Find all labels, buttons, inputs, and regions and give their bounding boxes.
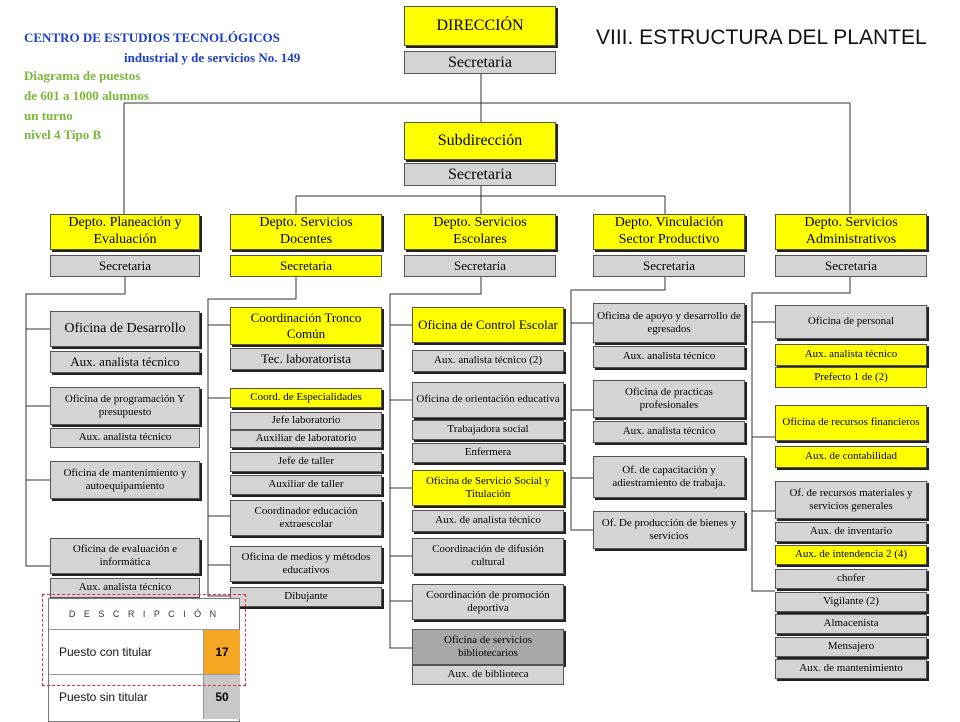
dept-servicios-administrativos-secretaria: Secretaria — [775, 255, 927, 277]
aux-analista-tecnico: Aux. analista técnico — [50, 428, 200, 448]
legend-highlight — [42, 594, 246, 686]
dept-servicios-docentes: Depto. Servicios Docentes — [230, 214, 382, 250]
diagram-desc-3: un turno — [24, 108, 73, 123]
coord-especialidades: Coord. de Especialidades — [230, 388, 382, 408]
legend-value: 50 — [203, 675, 240, 719]
vigilante: Vigilante (2) — [775, 592, 927, 612]
school-name-line1: CENTRO DE ESTUDIOS TECNOLÓGICOS — [24, 30, 280, 45]
legend-label: Puesto con titular — [59, 645, 152, 659]
dept-planeacion: Depto. Planeación y Evaluación — [50, 214, 200, 250]
of-produccion-bienes-servicios: Of. De producción de bienes y servicios — [593, 511, 745, 549]
dept-servicios-escolares-secretaria: Secretaria — [404, 255, 556, 277]
oficina-programacion-presupuesto: Oficina de programación Y presupuesto — [50, 387, 200, 425]
school-name-line2: industrial y de servicios No. 149 — [124, 50, 301, 65]
oficina-desarrollo: Oficina de Desarrollo — [50, 311, 200, 347]
aux-analista-tecnico: Aux. analista técnico — [593, 421, 745, 443]
direccion-secretaria-box: Secretaria — [404, 51, 556, 74]
jefe-laboratorio: Jefe laboratorio — [230, 412, 382, 430]
coordinacion-tronco-comun: Coordinación Tronco Común — [230, 307, 382, 345]
auxiliar-laboratorio: Auxiliar de laboratorio — [230, 430, 382, 448]
aux-analista-tecnico: Aux. analista técnico — [593, 346, 745, 368]
aux-intendencia: Aux. de intendencia 2 (4) — [775, 545, 927, 565]
coordinacion-difusion-cultural: Coordinación de difusión cultural — [412, 538, 564, 574]
oficina-control-escolar: Oficina de Control Escolar — [412, 307, 564, 343]
trabajadora-social: Trabajadora social — [412, 420, 564, 440]
almacenista: Almacenista — [775, 614, 927, 634]
direccion-box: DIRECCIÓN — [404, 6, 556, 46]
legend-value: 17 — [203, 630, 240, 674]
subdireccion-box: Subdirección — [404, 122, 556, 160]
subdireccion-secretaria-box: Secretaria — [404, 163, 556, 186]
jefe-taller: Jefe de taller — [230, 452, 382, 472]
of-recursos-materiales: Of. de recursos materiales y servicios g… — [775, 481, 927, 519]
aux-biblioteca: Aux. de biblioteca — [412, 665, 564, 685]
oficina-orientacion-educativa: Oficina de orientación educativa — [412, 382, 564, 418]
of-capacitacion-adiestramiento: Of. de capacitación y adiestramiento de … — [593, 456, 745, 498]
legend-row: Puesto con titular 17 — [49, 630, 240, 675]
diagram-desc-4: nivel 4 Tipo B — [24, 127, 102, 142]
aux-contabilidad: Aux. de contabilidad — [775, 446, 927, 468]
dept-vinculacion: Depto. Vinculación Sector Productivo — [593, 214, 745, 250]
page-title: VIII. ESTRUCTURA DEL PLANTEL — [596, 26, 927, 49]
oficina-evaluacion-informatica: Oficina de evaluación e informática — [50, 538, 200, 574]
diagram-desc-1: Diagrama de puestos — [24, 68, 141, 83]
legend-heading: D E S C R I P C I Ó N — [49, 599, 239, 630]
dept-vinculacion-secretaria: Secretaria — [593, 255, 745, 277]
oficina-personal: Oficina de personal — [775, 305, 927, 339]
dept-planeacion-secretaria: Secretaria — [50, 255, 200, 277]
legend-table: D E S C R I P C I Ó N Puesto con titular… — [48, 598, 240, 722]
aux-inventario: Aux. de inventario — [775, 522, 927, 542]
prefecto: Prefecto 1 de (2) — [775, 367, 927, 388]
dept-servicios-escolares: Depto. Servicios Escolares — [404, 214, 556, 250]
dept-servicios-docentes-secretaria: Secretaria — [230, 255, 382, 277]
oficina-mantenimiento: Oficina de mantenimiento y autoequipamie… — [50, 461, 200, 499]
oficina-servicio-social-titulacion: Oficina de Servicio Social y Titulación — [412, 470, 564, 506]
enfermera: Enfermera — [412, 443, 564, 463]
legend-row: Puesto sin titular 50 — [49, 675, 240, 719]
coordinador-educacion-extraescolar: Coordinador educación extraescolar — [230, 500, 382, 536]
oficina-apoyo-egresados: Oficina de apoyo y desarrollo de egresad… — [593, 303, 745, 343]
coordinacion-promocion-deportiva: Coordinación de promoción deportiva — [412, 584, 564, 620]
auxiliar-taller: Auxiliar de taller — [230, 475, 382, 495]
aux-de-analista-tecnico: Aux. de analista técnico — [412, 510, 564, 532]
aux-mantenimiento: Aux. de mantenimiento — [775, 659, 927, 679]
oficina-servicios-bibliotecarios: Oficina de servicios bibliotecarios — [412, 629, 564, 665]
diagram-desc-2: de 601 a 1000 alumnos — [24, 88, 149, 103]
mensajero: Mensajero — [775, 637, 927, 657]
chofer: chofer — [775, 569, 927, 589]
oficina-medios-metodos: Oficina de medios y métodos educativos — [230, 546, 382, 582]
tec-laboratorista: Tec. laboratorista — [230, 348, 382, 370]
aux-analista-tecnico: Aux. analista técnico — [50, 578, 200, 598]
legend-label: Puesto sin titular — [59, 690, 148, 704]
aux-analista-tecnico: Aux. analista técnico — [50, 351, 200, 373]
aux-analista-tecnico: Aux. analista técnico — [775, 344, 927, 366]
oficina-recursos-financieros: Oficina de recursos financieros — [775, 405, 927, 441]
dept-servicios-administrativos: Depto. Servicios Administrativos — [775, 214, 927, 250]
aux-analista-tecnico-2: Aux. analista técnico (2) — [412, 350, 564, 372]
oficina-practicas-profesionales: Oficina de practicas profesionales — [593, 380, 745, 418]
dibujante: Dibujante — [230, 587, 382, 607]
